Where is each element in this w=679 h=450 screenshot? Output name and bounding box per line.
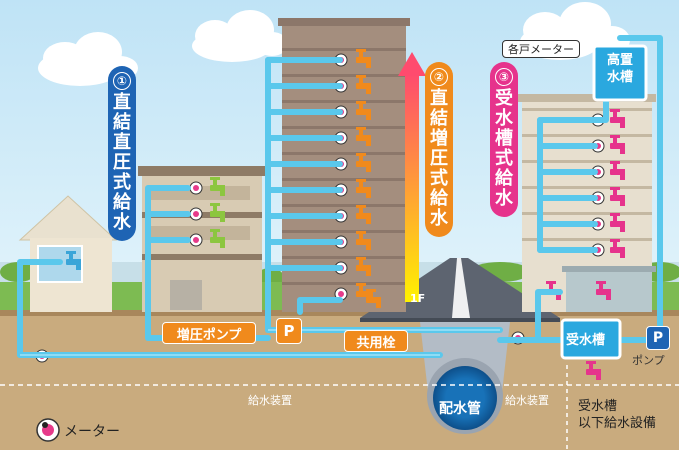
label-char: 直 [113, 92, 131, 113]
pump-label: ポンプ [632, 354, 665, 367]
faucet-icon [356, 231, 371, 250]
high-tank [592, 44, 648, 102]
faucet-icon [610, 213, 625, 232]
meter-icon [189, 207, 203, 221]
label-char: 式 [113, 172, 131, 193]
meter-icon [36, 418, 60, 442]
faucet-icon [356, 101, 371, 120]
faucet-icon [356, 49, 371, 68]
label-char: 水 [430, 208, 448, 229]
label-char: 給 [430, 188, 448, 209]
meter-icon [189, 233, 203, 247]
label-char: 式 [495, 148, 513, 169]
supply-device-left-label: 給水装置 [248, 394, 292, 407]
label-char: 槽 [495, 128, 513, 149]
label-char: 直 [113, 132, 131, 153]
faucet-icon [210, 203, 225, 222]
faucet-icon [356, 283, 371, 302]
label-char: 水 [495, 108, 513, 129]
booster-pump-icon: P [276, 318, 302, 344]
faucet-icon [210, 177, 225, 196]
label-char: 直 [430, 88, 448, 109]
booster-pump-label: 増圧ポンプ [162, 322, 256, 344]
building-tank-type [518, 94, 656, 312]
high-tank-label: 高置 水槽 [606, 53, 633, 85]
label-direct-boosted: ② 直結増圧式給水 [425, 62, 453, 237]
faucet-icon [356, 75, 371, 94]
supply-device-right-label: 給水装置 [505, 394, 549, 407]
faucet-icon [596, 281, 611, 300]
main-pipe-label: 配水管 [439, 401, 481, 417]
faucet-icon [610, 161, 625, 180]
faucet-icon [356, 205, 371, 224]
label-char: 結 [113, 112, 131, 133]
faucet-icon [586, 361, 601, 380]
tank-pump-icon: P [646, 326, 670, 350]
floor-1f-label: 1F [410, 292, 426, 305]
receiving-tank [560, 318, 622, 360]
meter-icon [189, 181, 203, 195]
label-char: 式 [430, 168, 448, 189]
label-char: 結 [430, 108, 448, 129]
label-char: 給 [495, 168, 513, 189]
label-char: 水 [113, 212, 131, 233]
meter-legend-label: メーター [64, 424, 120, 440]
cloud-left [38, 32, 138, 86]
label-char: 圧 [430, 148, 448, 169]
common-tap-label: 共用栓 [344, 330, 408, 352]
faucet-icon [356, 179, 371, 198]
label-direct-pressure: ① 直結直圧式給水 [108, 66, 136, 241]
faucet-icon [610, 187, 625, 206]
faucet-icon [610, 135, 625, 154]
each-unit-meter-label: 各戸メーター [502, 40, 580, 58]
label-receiving-tank-type: ③ 受水槽式給水 [490, 62, 518, 217]
faucet-icon [356, 257, 371, 276]
receiving-tank-label: 受水槽 [566, 333, 606, 348]
main-pipe-end [433, 366, 497, 430]
label-char: 給 [113, 192, 131, 213]
faucet-icon [210, 229, 225, 248]
label-char: 増 [430, 128, 448, 149]
faucet-icon [610, 109, 625, 128]
pressure-arrow [398, 52, 426, 302]
label-char: 圧 [113, 152, 131, 173]
label-char: 水 [495, 188, 513, 209]
label-char: 受 [495, 88, 513, 109]
faucet-icon [356, 153, 371, 172]
faucet-icon [610, 239, 625, 258]
below-tank-facilities-label: 受水槽 以下給水設備 [578, 399, 657, 431]
faucet-icon [366, 289, 381, 308]
faucet-icon [66, 251, 81, 270]
faucet-icon [356, 127, 371, 146]
cloud-top [192, 10, 288, 62]
